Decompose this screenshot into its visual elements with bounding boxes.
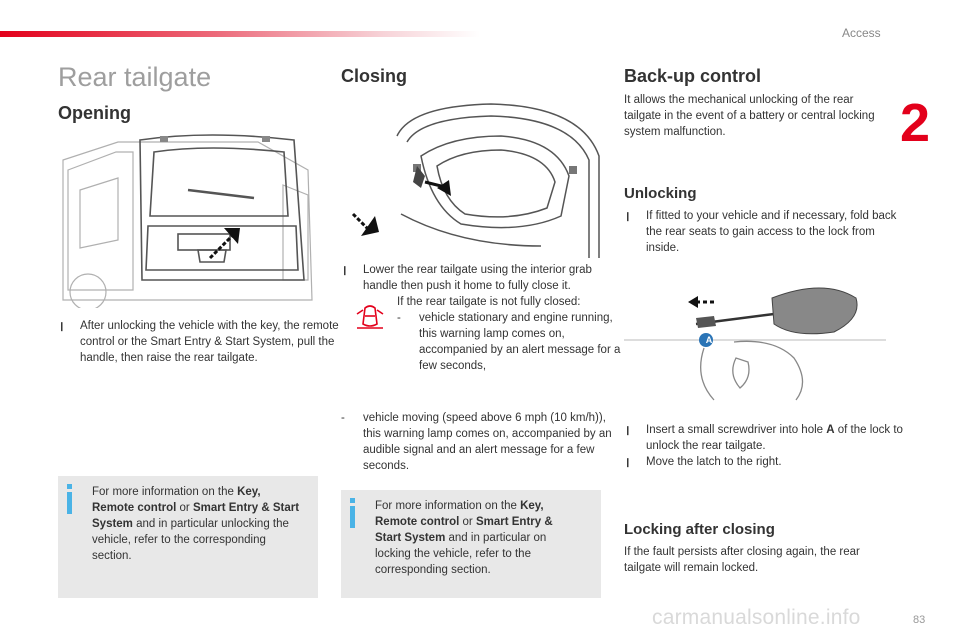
latch-instruction: ❙ Move the latch to the right. <box>624 454 908 470</box>
warning-stationary: - vehicle stationary and engine running,… <box>397 310 629 374</box>
bullet-arrow-icon: ❙ <box>624 211 632 221</box>
tailgate-interior-illustration <box>341 96 601 258</box>
unlocking-instruction-text: If fitted to your vehicle and if necessa… <box>646 210 897 254</box>
closing-instruction: ❙ Lower the rear tailgate using the inte… <box>341 262 625 294</box>
closing-instruction-text: Lower the rear tailgate using the interi… <box>363 264 592 292</box>
bullet-arrow-icon: ❙ <box>624 425 632 435</box>
warning-moving: - vehicle moving (speed above 6 mph (10 … <box>341 410 621 474</box>
watermark: carmanualsonline.info <box>652 606 861 629</box>
page-title: Rear tailgate <box>58 62 212 92</box>
warning-moving-text: vehicle moving (speed above 6 mph (10 km… <box>363 412 612 472</box>
info-bold-smart-entry: Smart Entry & Start System <box>92 502 300 530</box>
opening-instruction-text: After unlocking the vehicle with the key… <box>80 320 339 364</box>
screwdriver-text-hole: A <box>826 424 835 436</box>
dash-marker: - <box>397 312 401 324</box>
latch-instruction-text: Move the latch to the right. <box>646 456 782 468</box>
header-color-bar <box>0 31 480 37</box>
opening-info-text: For more information on the Key, Remote … <box>92 484 302 564</box>
backup-intro: It allows the mechanical unlocking of th… <box>624 94 875 138</box>
chapter-number: 2 <box>900 93 931 153</box>
unlocking-heading: Unlocking <box>624 185 697 202</box>
info-mid: or <box>176 502 193 514</box>
info-icon <box>66 484 74 514</box>
screwdriver-text-post: of the lock to unlock the rear tailgate. <box>646 424 903 452</box>
info-bold-smart-entry: Smart Entry & Start System <box>375 516 553 544</box>
closing-info-text: For more information on the Key, Remote … <box>375 498 575 578</box>
screwdriver-instruction: ❙ Insert a small screwdriver into hole A… <box>624 422 908 454</box>
info-suffix: and in particular unlocking the vehicle,… <box>92 518 289 562</box>
page-number: 83 <box>913 614 926 626</box>
opening-heading: Opening <box>58 103 131 123</box>
van-rear-illustration <box>58 130 316 308</box>
info-prefix: For more information on the <box>375 500 521 512</box>
info-icon <box>349 498 357 528</box>
bullet-arrow-icon: ❙ <box>341 265 349 275</box>
info-bold-key: Key, Remote control <box>375 500 544 528</box>
info-suffix: and in particular on locking the vehicle… <box>375 532 547 576</box>
warning-stationary-text: vehicle stationary and engine running, t… <box>419 312 621 372</box>
info-prefix: For more information on the <box>92 486 238 498</box>
closing-info-box: For more information on the Key, Remote … <box>341 490 601 598</box>
dash-marker: - <box>341 412 345 424</box>
locking-text: If the fault persists after closing agai… <box>624 546 860 574</box>
opening-info-box: For more information on the Key, Remote … <box>58 476 318 598</box>
screwdriver-text-pre: Insert a small screwdriver into hole <box>646 424 827 436</box>
bullet-arrow-icon: ❙ <box>624 457 632 467</box>
backup-heading: Back-up control <box>624 66 762 86</box>
closing-heading: Closing <box>341 66 407 86</box>
locking-heading: Locking after closing <box>624 521 775 538</box>
info-bold-key: Key, Remote control <box>92 486 261 514</box>
info-mid: or <box>459 516 476 528</box>
opening-instruction: ❙ After unlocking the vehicle with the k… <box>58 318 342 366</box>
bullet-arrow-icon: ❙ <box>58 321 66 331</box>
unlocking-instruction: ❙ If fitted to your vehicle and if neces… <box>624 208 908 256</box>
lock-hole-label-a: A <box>705 335 713 345</box>
section-label: Access <box>842 26 881 40</box>
tailgate-open-warning-lamp-icon <box>356 305 384 329</box>
warning-intro: If the rear tailgate is not fully closed… <box>397 296 581 308</box>
lock-screwdriver-illustration <box>624 278 886 402</box>
